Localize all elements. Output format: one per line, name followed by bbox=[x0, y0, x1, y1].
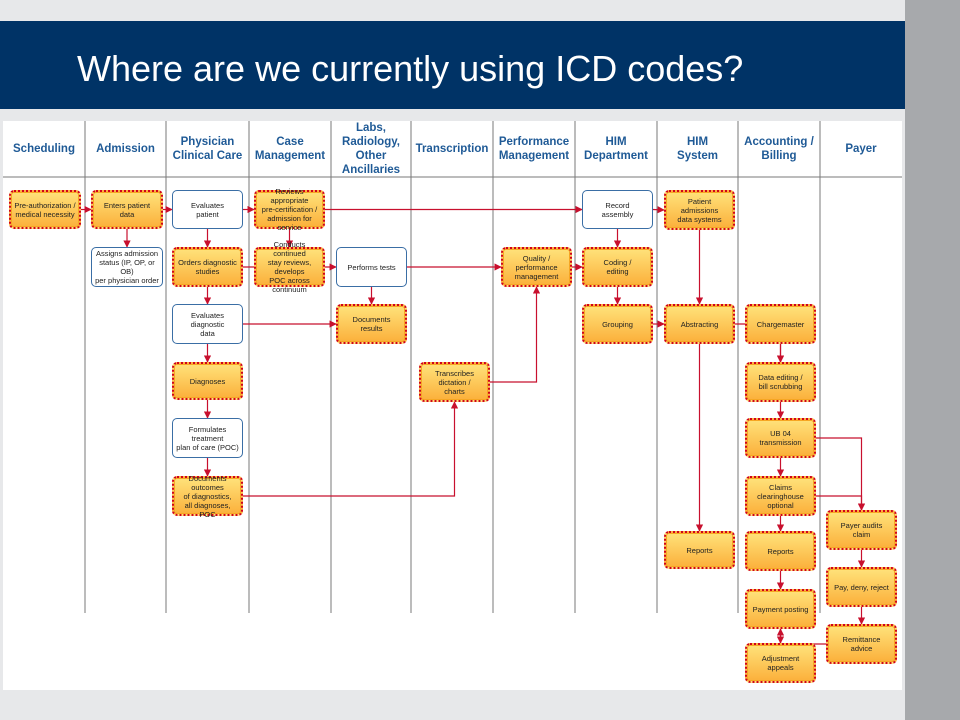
connector-claims-to-payeraudit bbox=[816, 495, 866, 511]
node-patientsys: Patient admissions data systems bbox=[664, 190, 735, 230]
node-dataediting: Data editing / bill scrubbing bbox=[745, 362, 816, 402]
column-header-transcription: Transcription bbox=[415, 143, 489, 155]
node-grouping: Grouping bbox=[582, 304, 653, 344]
node-remittance: Remittance advice bbox=[826, 624, 897, 664]
node-performs: Performs tests bbox=[336, 247, 407, 287]
node-docoutcomes: Documents outcomes of diagnostics, all d… bbox=[172, 474, 243, 519]
column-header-admission: Admission bbox=[96, 143, 155, 155]
column-header-labs: Labs, Radiology, Other Ancillaries bbox=[341, 122, 401, 176]
column-header-performance: Performance Management bbox=[498, 136, 570, 162]
connector-transcribes-to-quality bbox=[490, 286, 541, 383]
side-strip bbox=[905, 0, 960, 720]
node-orders: Orders diagnostic studies bbox=[172, 247, 243, 287]
node-chargemaster: Chargemaster bbox=[745, 304, 816, 344]
title-bar: Where are we currently using ICD codes? bbox=[0, 21, 905, 109]
node-claims: Claims clearinghouse optional bbox=[745, 476, 816, 516]
column-header-payer: Payer bbox=[845, 143, 877, 155]
node-record: Record assembly bbox=[582, 190, 653, 229]
node-conducts: Conducts continued stay reviews, develop… bbox=[254, 240, 325, 294]
node-diagnoses: Diagnoses bbox=[172, 362, 243, 400]
column-header-himdept: HIM Department bbox=[584, 136, 648, 162]
node-coding: Coding / editing bbox=[582, 247, 653, 287]
column-header-physician: Physician Clinical Care bbox=[172, 136, 243, 162]
column-header-case: Case Management bbox=[254, 136, 326, 162]
workflow-diagram: Scheduling Admission Physician Clinical Ca… bbox=[3, 121, 902, 690]
node-adjustment: Adjustment appeals bbox=[745, 643, 816, 683]
bottom-strip bbox=[0, 690, 905, 720]
node-enters: Enters patient data bbox=[91, 190, 163, 229]
column-header-himsys: HIM System bbox=[677, 136, 718, 162]
slide-title: Where are we currently using ICD codes? bbox=[77, 48, 744, 89]
node-ub04: UB 04 transmission bbox=[745, 418, 816, 458]
node-docresults: Documents results bbox=[336, 304, 407, 344]
node-assigns: Assigns admission status (IP, OP, or OB)… bbox=[91, 247, 163, 287]
connector-ub04-to-payeraudit bbox=[816, 437, 866, 511]
column-header-accounting: Accounting / Billing bbox=[744, 136, 814, 162]
connector-docoutcomes-to-transcribes bbox=[243, 401, 459, 497]
node-transcribes: Transcribes dictation / charts bbox=[419, 362, 490, 402]
node-quality: Quality / performance management bbox=[501, 247, 572, 287]
node-payment: Payment posting bbox=[745, 589, 816, 629]
node-reviews: Reviews appropriate pre-certification / … bbox=[254, 187, 325, 232]
column-header-scheduling: Scheduling bbox=[13, 143, 75, 155]
connector-remittance-to-payment bbox=[776, 628, 826, 645]
node-abstracting: Abstracting bbox=[664, 304, 735, 344]
node-evalpatient: Evaluates patient bbox=[172, 190, 243, 229]
node-payeraudit: Payer audits claim bbox=[826, 510, 897, 550]
connector-record-to-patientsys bbox=[652, 206, 665, 214]
node-formulates: Formulates treatment plan of care (POC) bbox=[172, 418, 243, 458]
node-reportshim: Reports bbox=[664, 531, 735, 569]
node-preauth: Pre-authorization / medical necessity bbox=[9, 190, 81, 229]
node-paydeny: Pay, deny, reject bbox=[826, 567, 897, 607]
node-reportsacct: Reports bbox=[745, 531, 816, 571]
node-evaldiag: Evaluates diagnostic data bbox=[172, 304, 243, 344]
